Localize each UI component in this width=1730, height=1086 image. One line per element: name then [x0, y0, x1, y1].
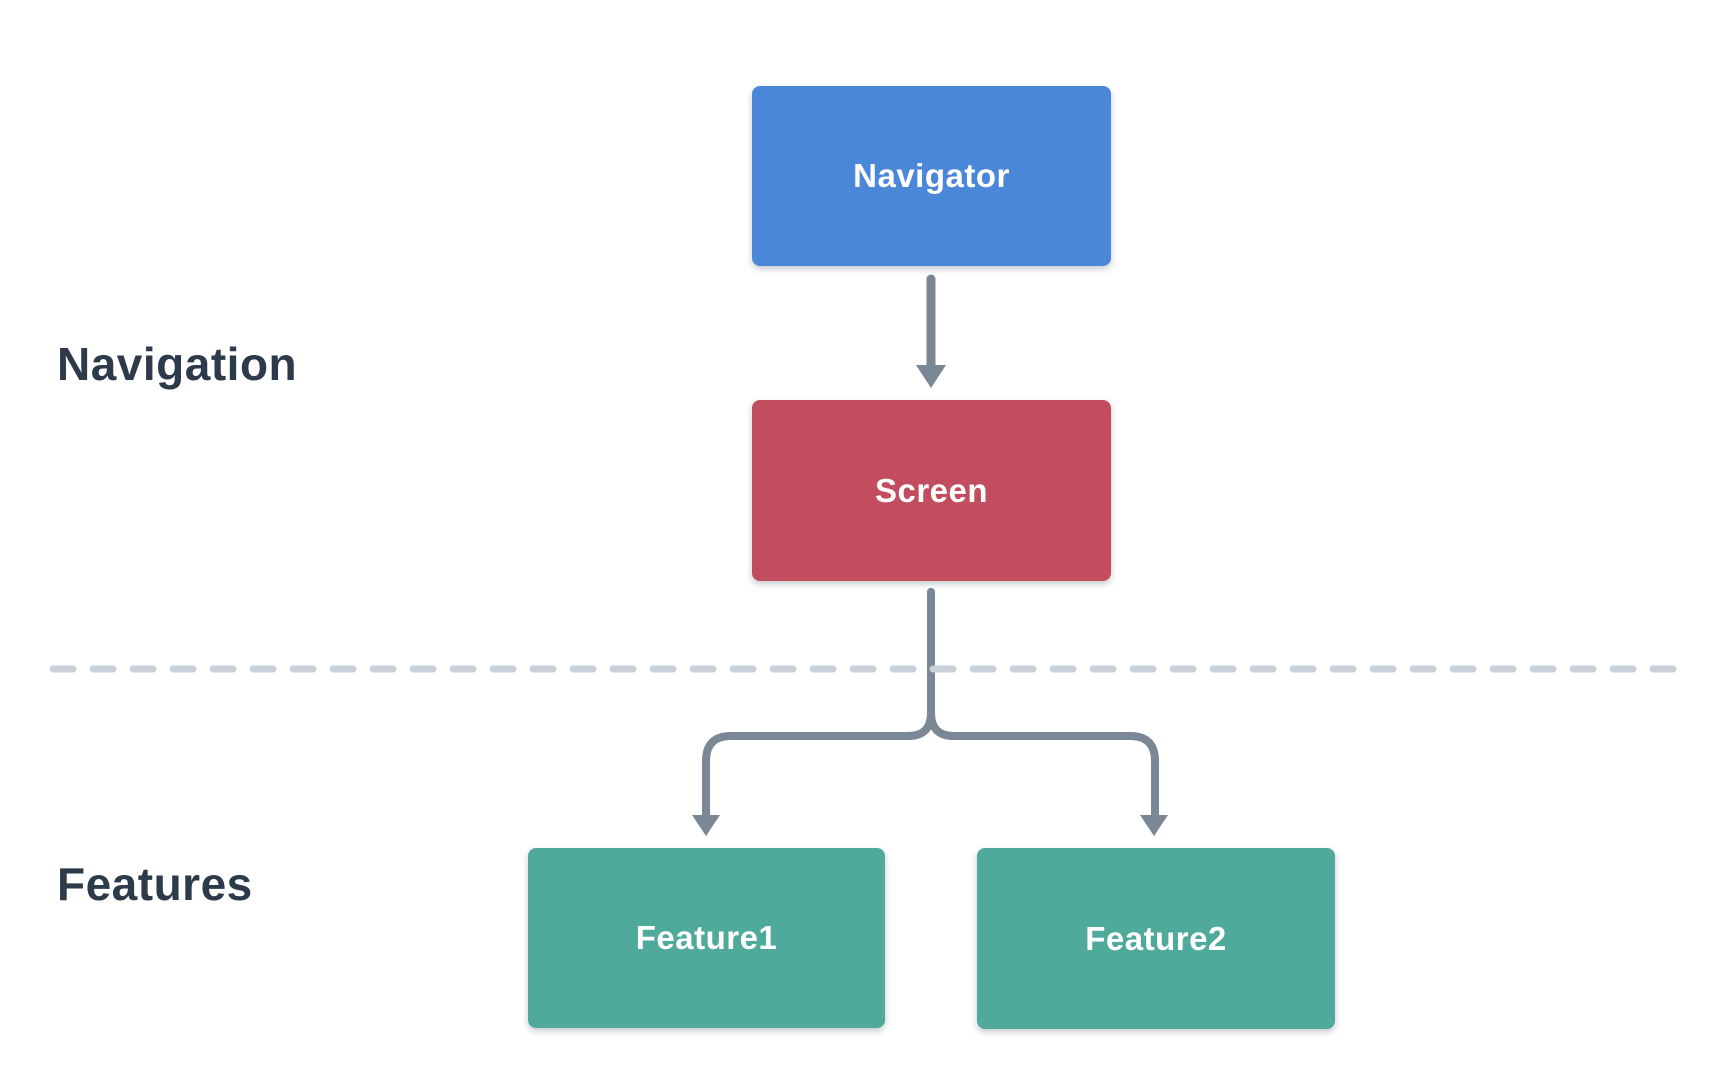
- node-navigator-label: Navigator: [853, 157, 1010, 194]
- edge-screen-to-feature2: [927, 588, 1159, 821]
- node-navigator[interactable]: Navigator: [752, 86, 1111, 266]
- node-feature1[interactable]: Feature1: [528, 848, 885, 1028]
- node-feature2-label: Feature2: [1085, 919, 1227, 957]
- node-screen-label: Screen: [874, 471, 989, 509]
- section-label-features: Features: [57, 858, 253, 910]
- node-feature2[interactable]: Feature2: [977, 848, 1335, 1029]
- arrowhead-screen: [916, 365, 946, 388]
- arrowhead-feature2: [1140, 815, 1168, 836]
- section-label-navigation: Navigation: [57, 338, 298, 390]
- node-feature1-label: Feature1: [635, 919, 778, 956]
- arrowhead-feature1: [692, 815, 720, 836]
- node-screen[interactable]: Screen: [752, 400, 1111, 581]
- edge-screen-to-feature1: [702, 588, 935, 821]
